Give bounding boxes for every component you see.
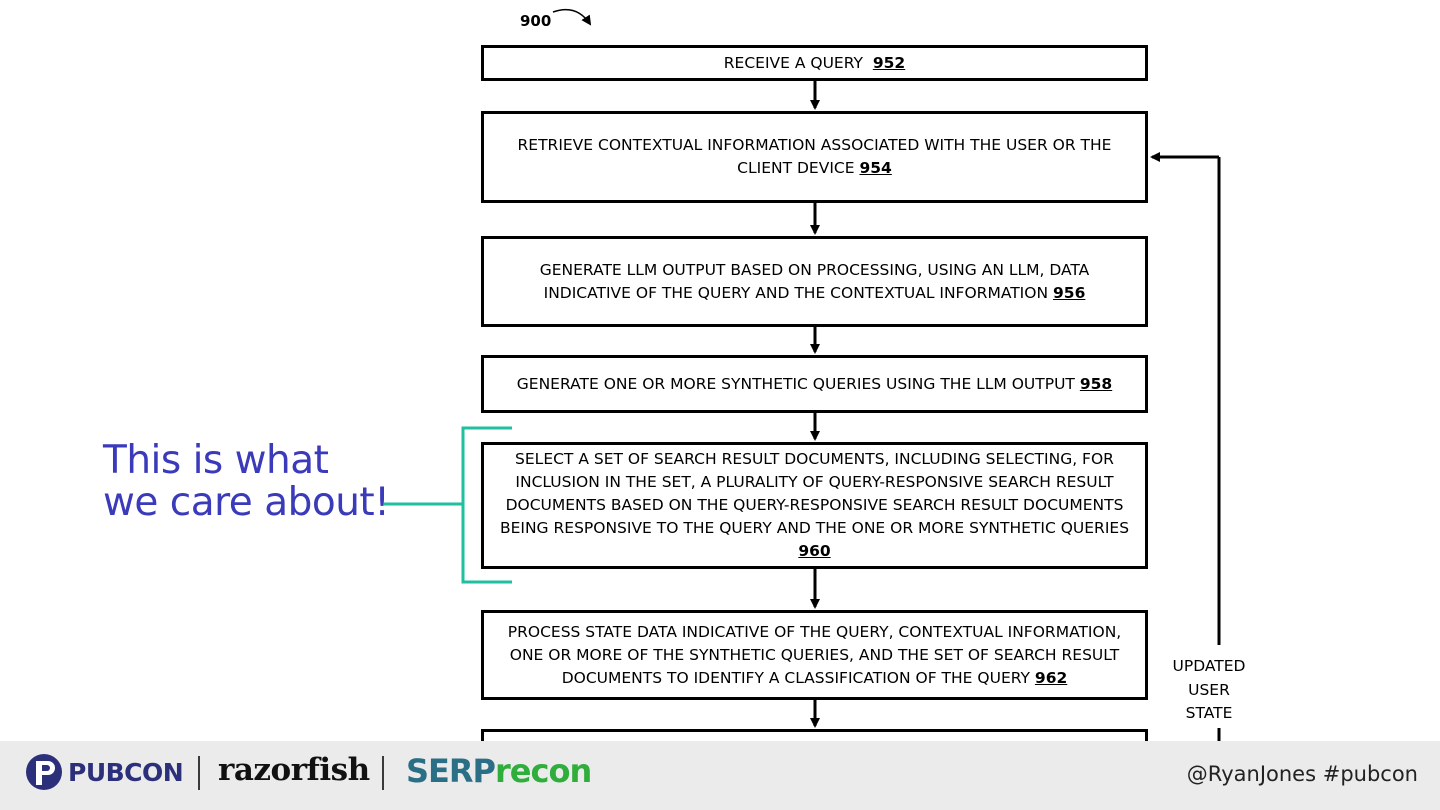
- figure-number: 900: [520, 12, 552, 30]
- step-text: BEING RESPONSIVE TO THE QUERY AND THE ON…: [499, 519, 1130, 537]
- step-ref: 952: [872, 53, 906, 72]
- step-text: RECEIVE A QUERY: [723, 53, 863, 72]
- step-text: RETRIEVE CONTEXTUAL INFORMATION ASSOCIAT…: [517, 136, 1112, 154]
- step-text: ONE OR MORE OF THE SYNTHETIC QUERIES, AN…: [509, 645, 1120, 664]
- figure-pointer-arrow: [552, 8, 592, 26]
- serprecon-logo: SERPrecon: [406, 752, 592, 790]
- step-ref: 962: [1034, 668, 1068, 687]
- feedback-label-line: STATE: [1185, 704, 1233, 722]
- pubcon-p-icon: [26, 754, 62, 790]
- step-text: GENERATE ONE OR MORE SYNTHETIC QUERIES U…: [516, 374, 1075, 393]
- step-954-box: RETRIEVE CONTEXTUAL INFORMATION ASSOCIAT…: [481, 111, 1148, 203]
- feedback-label: UPDATED USER STATE: [1162, 655, 1256, 726]
- serprecon-recon: recon: [495, 752, 592, 790]
- callout-text: This is what we care about!: [103, 438, 390, 525]
- step-text: PROCESS STATE DATA INDICATIVE OF THE QUE…: [507, 622, 1122, 641]
- callout-line: This is what: [103, 438, 329, 483]
- step-text: SELECT A SET OF SEARCH RESULT DOCUMENTS,…: [515, 450, 1114, 468]
- footer-bar: [0, 741, 1440, 810]
- pubcon-logo: PUBCON: [24, 752, 184, 792]
- step-ref: 954: [859, 159, 892, 177]
- author-handle: @RyanJones #pubcon: [1186, 762, 1418, 786]
- feedback-label-line: USER: [1188, 680, 1230, 699]
- footer-divider: [382, 756, 384, 790]
- step-ref: 958: [1079, 374, 1113, 393]
- feedback-label-line: UPDATED: [1172, 657, 1246, 675]
- callout-line: we care about!: [103, 480, 390, 525]
- step-text: DOCUMENTS TO IDENTIFY A CLASSIFICATION O…: [561, 668, 1030, 687]
- pubcon-wordmark: PUBCON: [68, 757, 184, 787]
- step-956-box: GENERATE LLM OUTPUT BASED ON PROCESSING,…: [481, 236, 1148, 327]
- footer-divider: [198, 756, 200, 790]
- serprecon-serp: SERP: [406, 752, 496, 790]
- step-952-box: RECEIVE A QUERY 952: [481, 45, 1148, 81]
- step-962-box: PROCESS STATE DATA INDICATIVE OF THE QUE…: [481, 610, 1148, 700]
- step-ref: 956: [1053, 283, 1086, 302]
- step-ref: 960: [798, 542, 831, 560]
- step-958-box: GENERATE ONE OR MORE SYNTHETIC QUERIES U…: [481, 355, 1148, 413]
- step-text: DOCUMENTS BASED ON THE QUERY-RESPONSIVE …: [505, 496, 1124, 514]
- step-text: INDICATIVE OF THE QUERY AND THE CONTEXTU…: [543, 283, 1049, 302]
- step-text: GENERATE LLM OUTPUT BASED ON PROCESSING,…: [539, 260, 1090, 279]
- step-text: CLIENT DEVICE: [737, 159, 855, 177]
- razorfish-logo: razorfish: [218, 752, 370, 788]
- step-text: INCLUSION IN THE SET, A PLURALITY OF QUE…: [515, 473, 1114, 491]
- step-960-box: SELECT A SET OF SEARCH RESULT DOCUMENTS,…: [481, 442, 1148, 569]
